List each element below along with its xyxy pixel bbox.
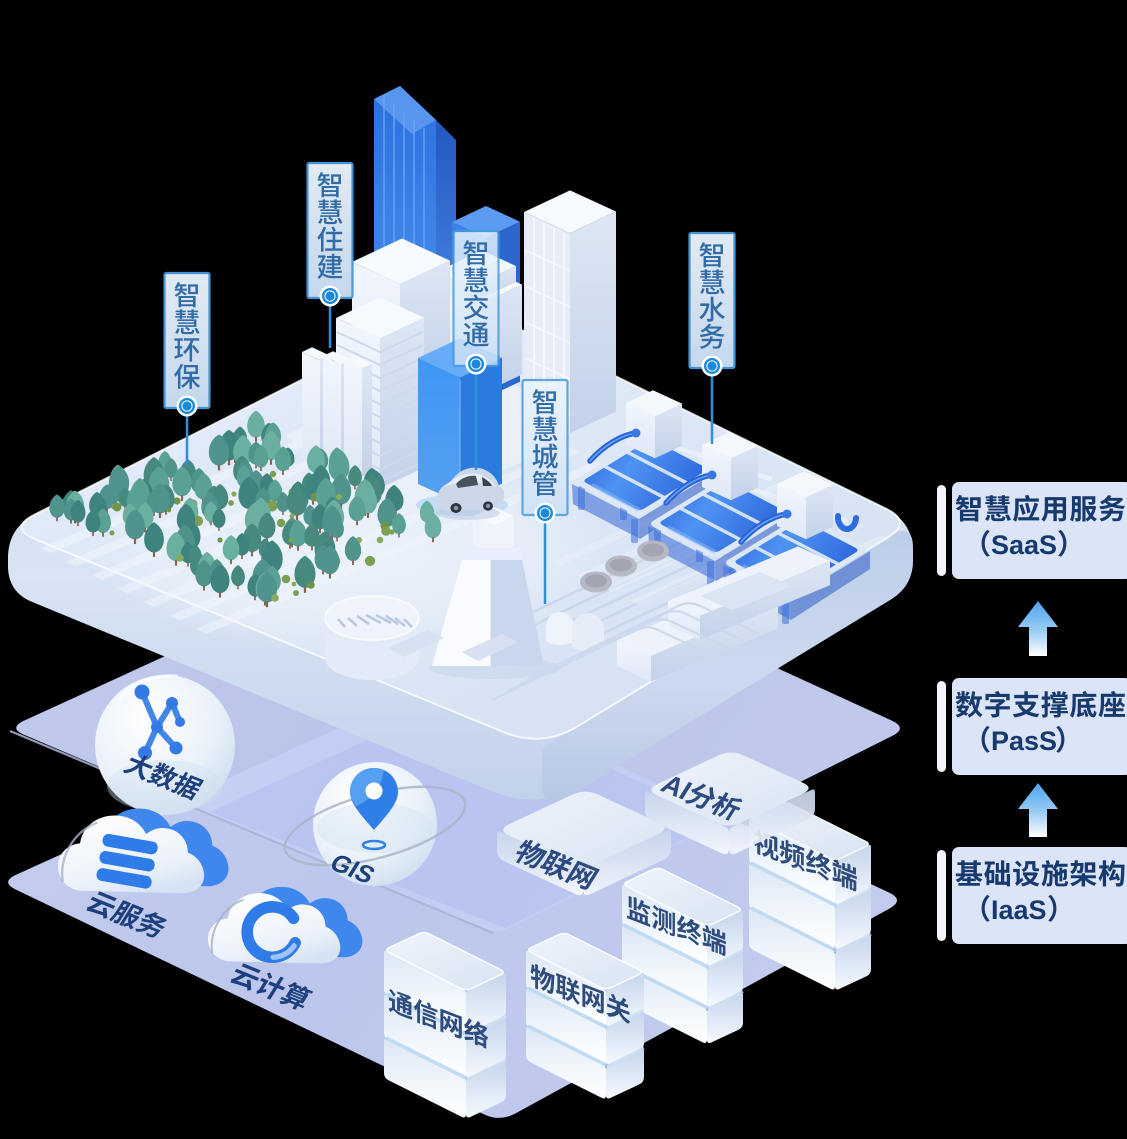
svg-text:PasS: PasS	[991, 726, 1057, 756]
svg-text:IaaS: IaaS	[991, 895, 1047, 925]
svg-text:SaaS: SaaS	[991, 530, 1057, 560]
